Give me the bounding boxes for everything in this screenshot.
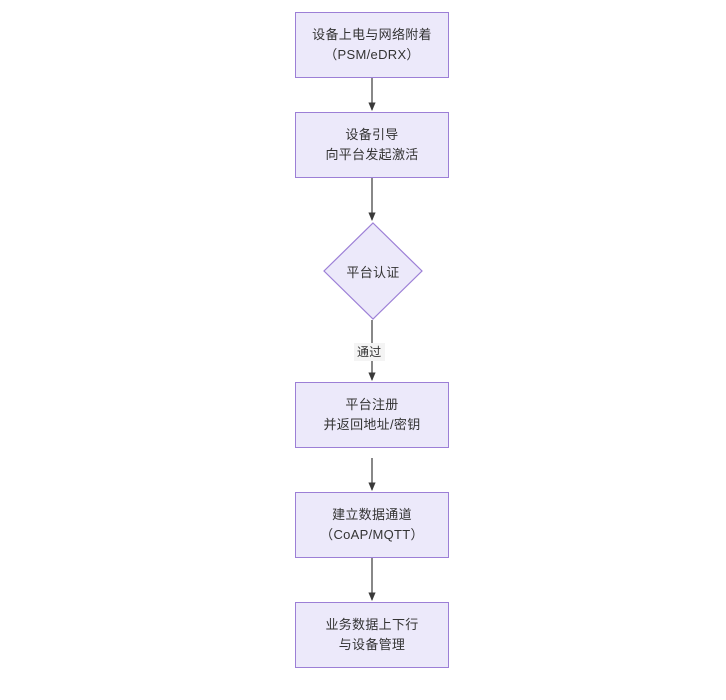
flow-node-device-power-on[interactable]: 设备上电与网络附着 （PSM/eDRX） [295,12,449,78]
flow-node-label: 平台认证 [346,264,400,280]
flow-node-platform-auth-decision[interactable]: 平台认证 [323,222,423,320]
flow-node-device-bootstrap[interactable]: 设备引导 向平台发起激活 [295,112,449,178]
edge-label-pass: 通过 [354,343,385,361]
flow-node-business-data-and-device-management[interactable]: 业务数据上下行 与设备管理 [295,602,449,668]
flow-node-label: 平台注册 并返回地址/密钥 [323,397,421,432]
flow-node-label: 设备上电与网络附着 （PSM/eDRX） [312,27,432,62]
flow-node-label: 设备引导 向平台发起激活 [325,127,419,162]
flow-node-label: 业务数据上下行 与设备管理 [325,617,419,652]
diamond-shape-icon [323,222,423,320]
flow-node-establish-data-channel[interactable]: 建立数据通道 （CoAP/MQTT） [295,492,449,558]
flow-node-label: 建立数据通道 （CoAP/MQTT） [320,507,424,542]
flow-node-platform-register[interactable]: 平台注册 并返回地址/密钥 [295,382,449,448]
